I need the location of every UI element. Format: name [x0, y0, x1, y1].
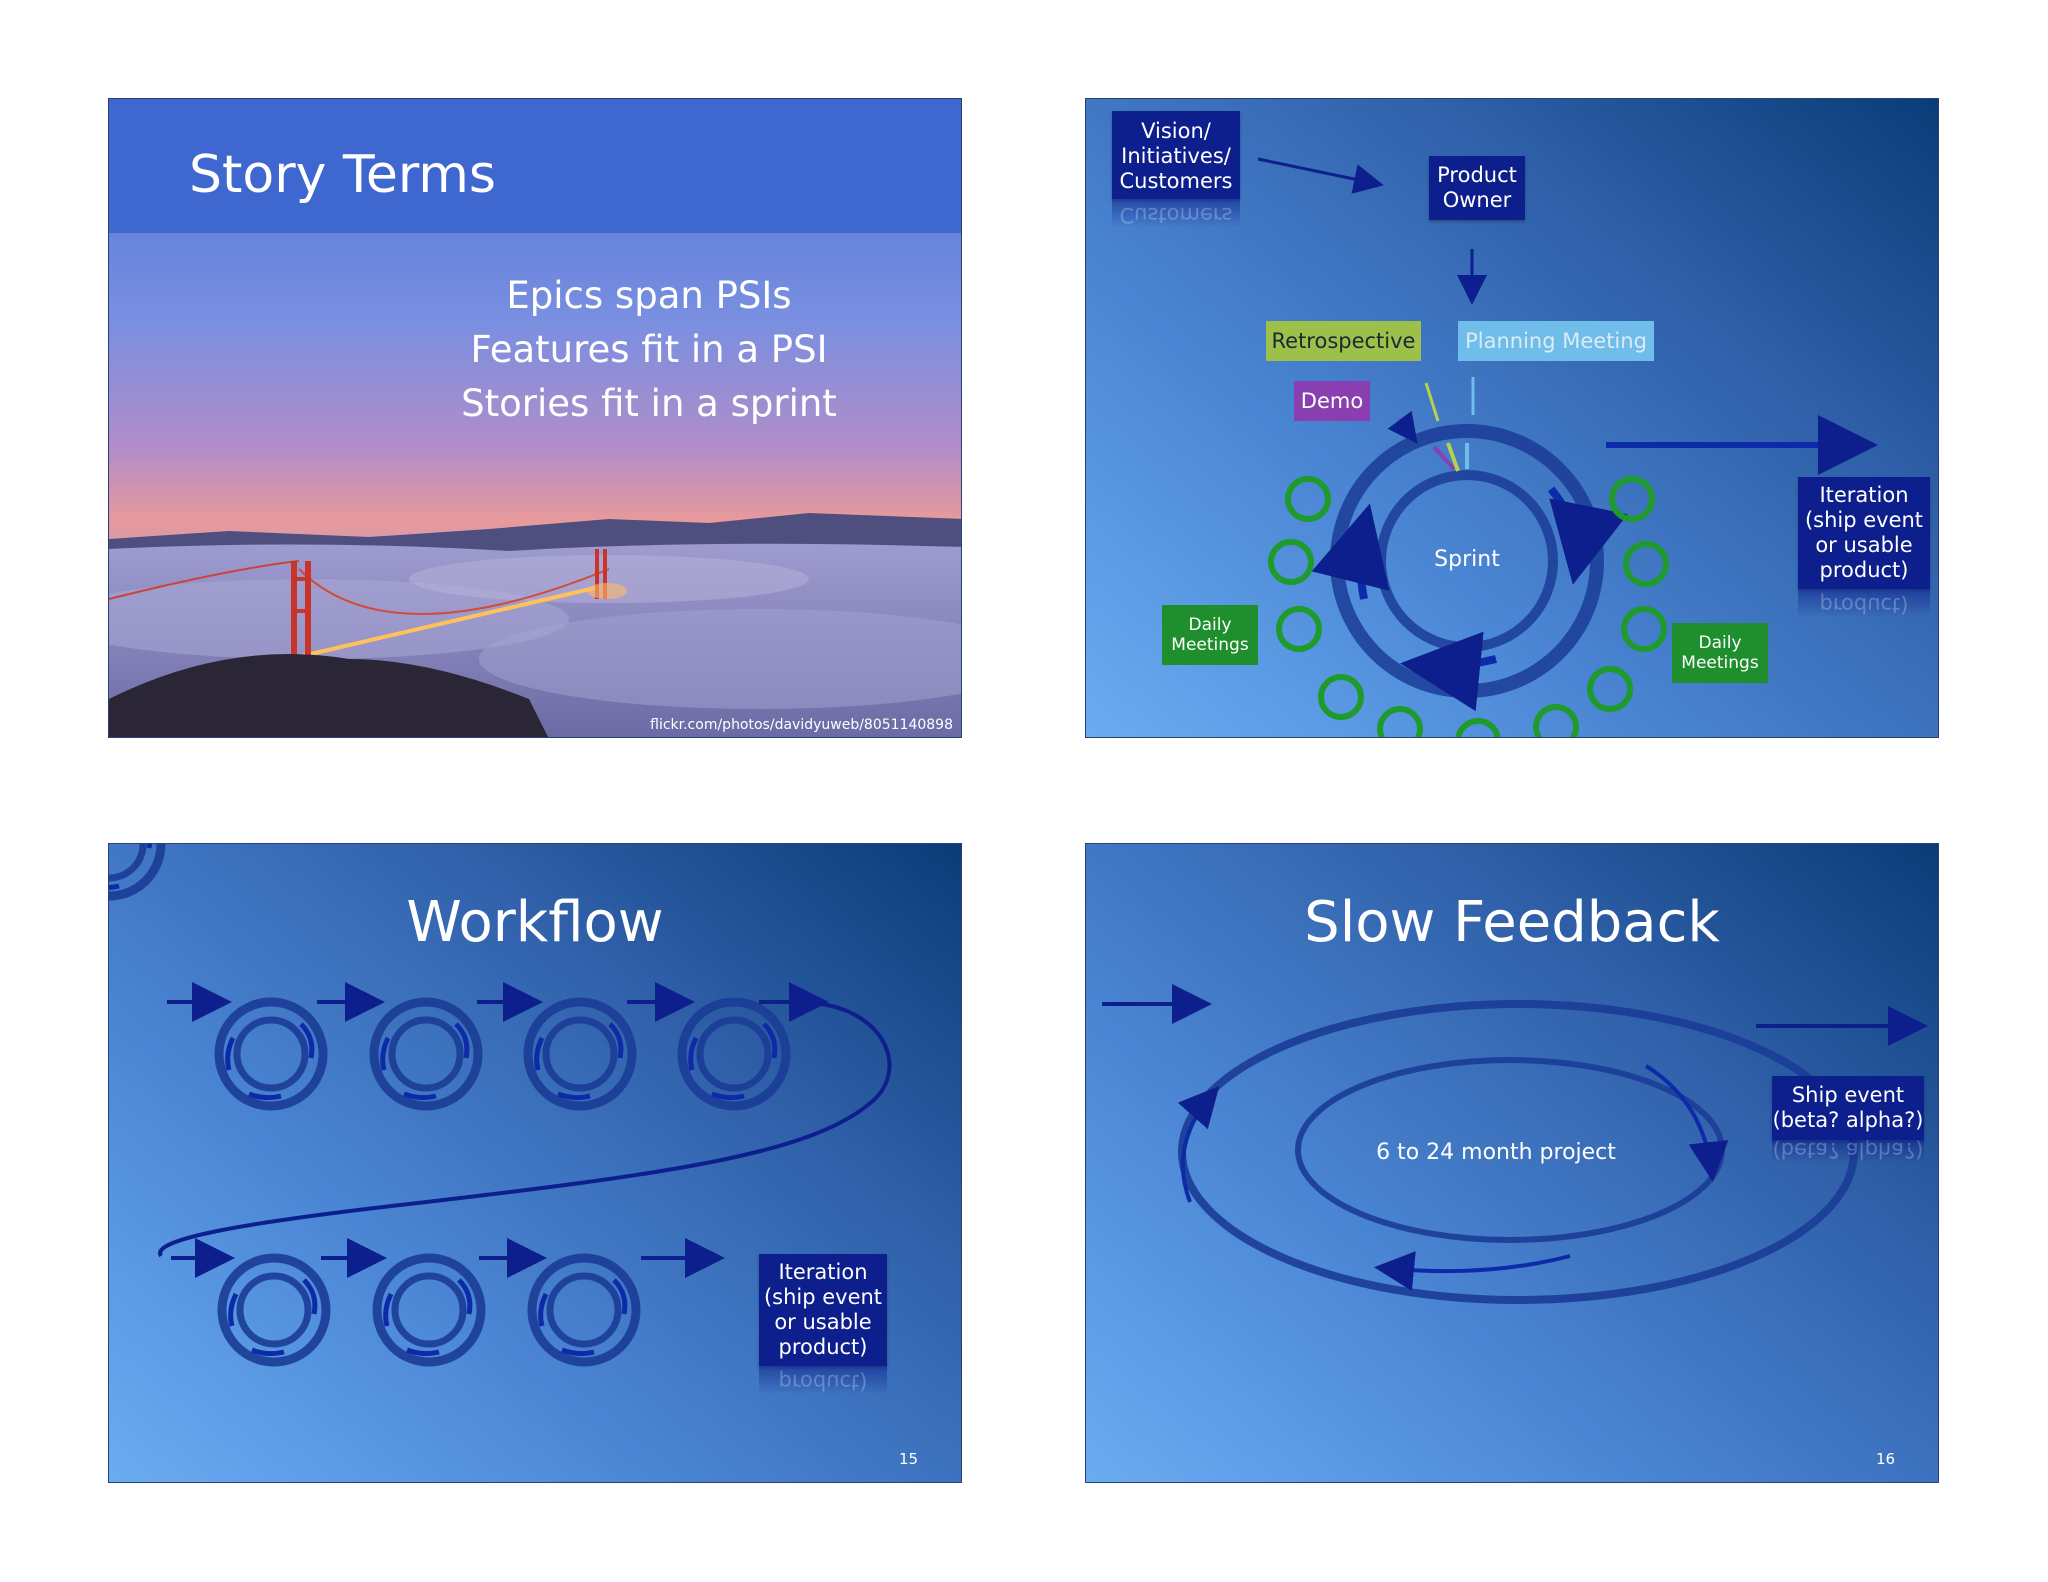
line-epics: Epics span PSIs [506, 274, 792, 317]
daily-meetings-left: Daily Meetings [1162, 605, 1258, 665]
slide-title: Workflow [406, 890, 664, 955]
ship-reflection-text: (beta? alpha?) [1772, 1140, 1924, 1162]
slide-slow-feedback: Slow Feedback 6 to 24 month project Ship… [1085, 843, 1939, 1483]
iteration-reflection: product) [1798, 589, 1930, 617]
title-bar [109, 99, 961, 233]
slide-story-terms: Story Terms Epics span PSIs Features fit… [108, 98, 962, 738]
ship-event-reflection: (beta? alpha?) [1772, 1140, 1924, 1162]
iteration-line: product) [1819, 558, 1909, 582]
retrospective-label: Retrospective [1266, 321, 1421, 361]
daily-line: Meetings [1681, 653, 1759, 673]
vision-reflection-text: Customers [1119, 203, 1233, 227]
vision-line: Vision/ [1141, 119, 1211, 143]
line-stories: Stories fit in a sprint [461, 382, 837, 425]
iteration-line: (ship event [1804, 508, 1924, 532]
project-label: 6 to 24 month project [1376, 1140, 1616, 1165]
slide-title: Slow Feedback [1304, 890, 1720, 955]
ship-line: (beta? alpha?) [1772, 1108, 1924, 1132]
iteration-reflection-text: product) [778, 1370, 868, 1394]
slide-workflow: Workflow Iteration (ship event or usable… [108, 843, 962, 1483]
iteration-line: (ship event [763, 1285, 883, 1309]
slide-title: Story Terms [189, 145, 497, 205]
photo-credit: flickr.com/photos/davidyuweb/8051140898 [650, 717, 953, 733]
ship-line: Ship event [1791, 1083, 1905, 1107]
vision-line: Initiatives/ [1121, 144, 1231, 168]
vision-line: Customers [1119, 169, 1233, 193]
page-number: 15 [899, 1450, 919, 1468]
daily-line: Daily [1698, 633, 1742, 653]
line-features: Features fit in a PSI [470, 328, 828, 371]
ship-event-box: Ship event (beta? alpha?) [1772, 1076, 1924, 1140]
vision-reflection: Customers [1112, 199, 1240, 227]
iteration-line: Iteration [778, 1260, 868, 1284]
iteration-line: or usable [1815, 533, 1913, 557]
planning-meeting-label: Planning Meeting [1458, 321, 1654, 361]
story-terms-list: Epics span PSIs Features fit in a PSI St… [439, 269, 859, 431]
daily-line: Daily [1188, 615, 1232, 635]
daily-line: Meetings [1171, 635, 1249, 655]
iteration-line: or usable [774, 1310, 872, 1334]
slide-sprint-cycle: Vision/ Initiatives/ Customers Customers… [1085, 98, 1939, 738]
demo-label: Demo [1294, 381, 1370, 421]
sprint-diagram [1257, 157, 1878, 737]
owner-line: Owner [1442, 188, 1512, 212]
iteration-box: Iteration (ship event or usable product) [1798, 477, 1930, 589]
vision-box: Vision/ Initiatives/ Customers [1112, 111, 1240, 199]
owner-line: Product [1437, 163, 1517, 187]
iteration-line: Iteration [1819, 483, 1909, 507]
iteration-box: Iteration (ship event or usable product) [759, 1254, 887, 1366]
iteration-reflection-text: product) [1819, 593, 1909, 617]
iteration-reflection: product) [759, 1366, 887, 1394]
sprint-label: Sprint [1434, 547, 1500, 572]
daily-meetings-right: Daily Meetings [1672, 623, 1768, 683]
iteration-line: product) [778, 1335, 868, 1359]
page-number: 16 [1876, 1450, 1896, 1468]
workflow-diagram [109, 844, 892, 1483]
product-owner-box: Product Owner [1429, 156, 1525, 220]
